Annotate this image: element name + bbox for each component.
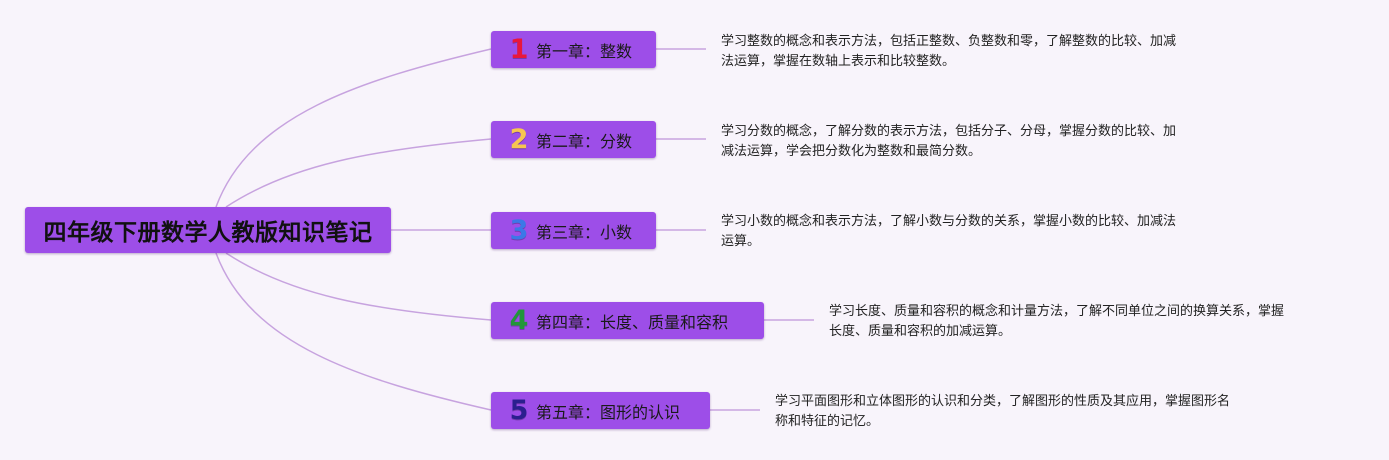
number-3-icon: 3	[509, 215, 529, 246]
chapter-label: 第一章：整数	[536, 41, 633, 61]
branch-2	[225, 138, 492, 208]
chapter-node-1[interactable]: 1 第一章：整数	[491, 31, 656, 68]
root-title: 四年级下册数学人教版知识笔记	[43, 220, 373, 246]
chapter-description-4: 学习长度、质量和容积的概念和计量方法，了解不同单位之间的换算关系，掌握 长度、质…	[829, 302, 1284, 342]
description-line: 运算。	[721, 234, 761, 249]
chapter-label: 第二章：分数	[536, 131, 633, 151]
description-line: 学习分数的概念，了解分数的表示方法，包括分子、分母，掌握分数的比较、加	[721, 124, 1177, 139]
chapter-description-1: 学习整数的概念和表示方法，包括正整数、负整数和零，了解整数的比较、加减 法运算，…	[721, 32, 1176, 72]
chapter-node-2[interactable]: 2 第二章：分数	[491, 121, 656, 158]
chapter-label: 第四章：长度、质量和容积	[536, 312, 729, 332]
chapter-label: 第三章：小数	[536, 222, 633, 242]
description-line: 学习平面图形和立体图形的认识和分类，了解图形的性质及其应用，掌握图形名	[775, 394, 1231, 409]
number-5-icon: 5	[509, 395, 529, 426]
description-line: 减法运算，学会把分数化为整数和最简分数。	[721, 144, 982, 159]
root-topic[interactable]: 四年级下册数学人教版知识笔记	[25, 207, 391, 253]
chapter-description-3: 学习小数的概念和表示方法，了解小数与分数的关系，掌握小数的比较、加减法 运算。	[721, 212, 1176, 252]
description-line: 学习长度、质量和容积的概念和计量方法，了解不同单位之间的换算关系，掌握	[829, 304, 1285, 319]
branch-5	[215, 252, 492, 411]
chapter-description-5: 学习平面图形和立体图形的认识和分类，了解图形的性质及其应用，掌握图形名 称和特征…	[775, 392, 1230, 432]
number-2-icon: 2	[509, 124, 529, 155]
description-line: 法运算，掌握在数轴上表示和比较整数。	[721, 54, 956, 69]
chapter-node-5[interactable]: 5 第五章：图形的认识	[491, 392, 710, 429]
chapter-node-4[interactable]: 4 第四章：长度、质量和容积	[491, 302, 764, 339]
chapter-label: 第五章：图形的认识	[536, 402, 681, 422]
chapter-description-2: 学习分数的概念，了解分数的表示方法，包括分子、分母，掌握分数的比较、加 减法运算…	[721, 122, 1176, 162]
description-line: 称和特征的记忆。	[775, 414, 880, 429]
description-line: 学习整数的概念和表示方法，包括正整数、负整数和零，了解整数的比较、加减	[721, 34, 1177, 49]
description-line: 长度、质量和容积的加减运算。	[829, 324, 1012, 339]
number-4-icon: 4	[509, 305, 529, 336]
number-1-icon: 1	[509, 34, 529, 65]
description-line: 学习小数的概念和表示方法，了解小数与分数的关系，掌握小数的比较、加减法	[721, 214, 1177, 229]
chapter-node-3[interactable]: 3 第三章：小数	[491, 212, 656, 249]
branch-4	[225, 252, 492, 321]
branch-1	[215, 48, 492, 208]
